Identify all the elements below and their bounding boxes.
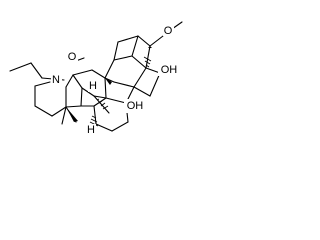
bond	[133, 67, 147, 88]
bond	[51, 106, 67, 117]
bond	[34, 81, 51, 87]
bond	[34, 105, 53, 117]
hydrogen-label: H	[87, 124, 95, 136]
bond	[30, 62, 43, 79]
hash-bond	[91, 115, 97, 119]
bond	[145, 45, 151, 69]
atom-labels: O OH O N OH H H	[51, 24, 180, 136]
bond	[65, 74, 74, 88]
hydrogen-label: H	[89, 80, 97, 92]
bond	[131, 55, 147, 69]
hydroxyl-label: OH	[161, 64, 178, 76]
bond	[137, 35, 151, 47]
bond	[72, 69, 93, 76]
bond	[133, 86, 151, 97]
bond	[65, 105, 82, 108]
hash-bond	[145, 64, 150, 68]
hash-bond	[144, 60, 151, 65]
stereo-wedges	[66, 46, 152, 122]
hash-bond	[143, 56, 152, 62]
bond	[93, 95, 107, 99]
bond	[149, 72, 161, 97]
bond	[80, 87, 83, 107]
bond	[113, 55, 133, 61]
bond	[104, 59, 115, 79]
hash-bond	[98, 100, 103, 104]
molecular-structure-diagram: O OH O N OH H H	[9, 21, 183, 136]
methoxy-oxygen-label: O	[164, 25, 173, 37]
bond	[9, 62, 32, 72]
bond	[91, 69, 106, 79]
bond	[117, 35, 139, 43]
bond	[113, 81, 135, 88]
wedge-bond	[66, 107, 78, 122]
bond	[131, 35, 139, 57]
hash-bond	[102, 105, 109, 110]
wedge-bond	[105, 78, 112, 85]
hash-bond	[100, 102, 106, 107]
bond	[95, 123, 113, 132]
hash-bond	[90, 118, 98, 123]
wedge-bond	[148, 46, 152, 48]
bond	[111, 121, 129, 132]
bond	[104, 77, 115, 83]
bond	[113, 41, 119, 61]
hash-bond	[96, 98, 100, 101]
bond	[61, 106, 67, 125]
bond	[93, 95, 110, 114]
bond	[104, 77, 107, 99]
bond	[145, 67, 161, 74]
nitrogen-label: N	[52, 74, 60, 86]
bond-lines	[9, 21, 183, 132]
methoxy-oxygen-label: O	[68, 51, 77, 63]
hydroxyl-label: OH	[127, 100, 144, 112]
bond	[72, 74, 83, 89]
bond	[105, 97, 127, 104]
bond	[149, 35, 164, 47]
